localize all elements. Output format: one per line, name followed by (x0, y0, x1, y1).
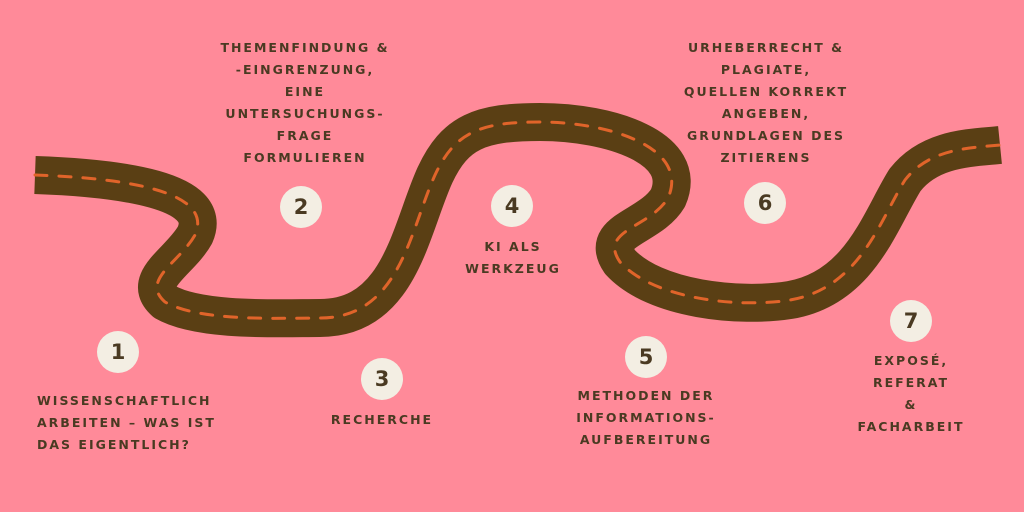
step-2-number: 2 (280, 186, 322, 228)
step-6-label: Urheberrecht & Plagiate, Quellen korrekt… (683, 40, 849, 165)
step-3-number: 3 (361, 358, 403, 400)
step-5-number: 5 (625, 336, 667, 378)
step-1-label: Wissenschaftlich arbeiten – was ist das … (37, 393, 216, 452)
step-4-label: KI als Werkzeug (465, 239, 561, 276)
step-2-label: Themenfindung & -eingrenzung, eine Unter… (220, 40, 390, 165)
step-4-number: 4 (491, 185, 533, 227)
step-7-number: 7 (890, 300, 932, 342)
step-7-label: Exposé, Referat & Facharbeit (857, 353, 965, 434)
step-5-label: Methoden der Informations- aufbereitung (576, 388, 716, 447)
road-center-dashes (33, 120, 1002, 320)
step-3-label: Recherche (330, 412, 434, 427)
step-6-number: 6 (744, 182, 786, 224)
step-1-number: 1 (97, 331, 139, 373)
